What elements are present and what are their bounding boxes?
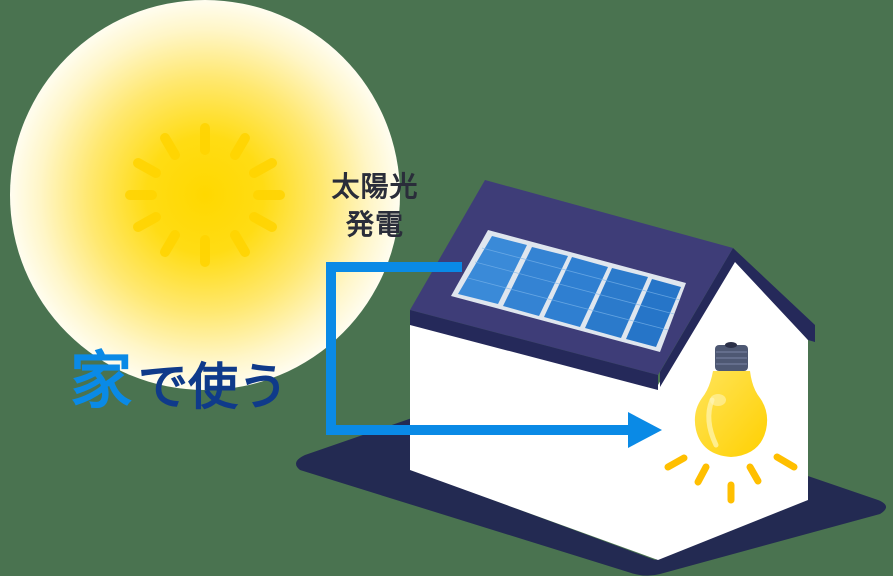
solar-panel xyxy=(503,247,568,316)
sun-icon xyxy=(10,0,400,390)
solar-power-label: 太陽光 発電 xyxy=(310,168,440,244)
solar-panel xyxy=(544,257,608,327)
flow-arrow xyxy=(326,262,630,435)
use-at-home-label: 家で使う xyxy=(70,350,288,413)
use-label-rest: で使う xyxy=(138,358,289,416)
solar-panel xyxy=(458,236,527,304)
light-rays-icon xyxy=(664,453,798,504)
light-bulb-icon xyxy=(694,342,768,457)
use-label-emphasis: 家 xyxy=(70,344,133,417)
solar-label-line1: 太陽光 xyxy=(331,170,419,203)
solar-panel xyxy=(585,268,648,338)
solar-label-line2: 発電 xyxy=(345,208,404,241)
solar-panel-array xyxy=(451,230,686,352)
arrow-head-icon xyxy=(628,412,662,448)
house-shadow xyxy=(296,418,887,576)
solar-panel xyxy=(626,279,681,347)
